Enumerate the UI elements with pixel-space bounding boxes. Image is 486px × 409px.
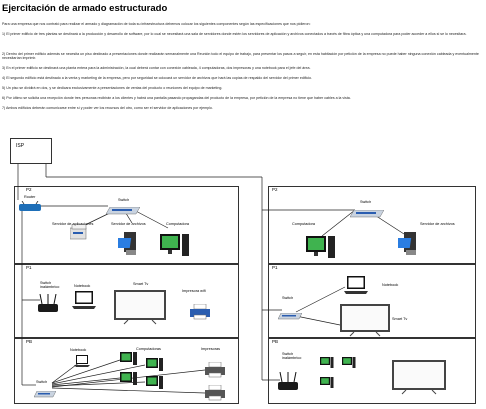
requirement-7: 7) Ambos edificios deberán comunicarse e…	[2, 106, 213, 110]
b2-reception-computer-1-icon	[320, 356, 334, 374]
b1-smart-tv-icon	[114, 290, 166, 331]
b2-p2-switch-label: Switch	[360, 200, 372, 204]
b1-notebook-label: Notebook	[74, 284, 91, 288]
b2-p1-label: P1	[272, 265, 278, 270]
file-server-label: Servidor de archivos	[111, 222, 146, 226]
requirement-3: 3) En el primer edificio se destinará un…	[2, 66, 311, 70]
b1-pb-label: PB	[26, 339, 33, 344]
building1-floor-p2	[14, 186, 239, 264]
b2-p1-switch-label: Switch	[282, 296, 294, 300]
pb-computer-4-icon	[146, 376, 164, 395]
pb-computer-2-icon	[146, 358, 164, 377]
b1-smart-tv-label: Smart Tv	[133, 282, 149, 286]
b2-pb-label: PB	[272, 339, 279, 344]
app-server-label: Servidor de aplicaciones	[52, 222, 94, 226]
b1-computer-label: Computadora	[166, 222, 190, 226]
building2-floor-p1	[268, 264, 476, 338]
b2-file-server-icon	[395, 232, 422, 261]
building2-floor-pb	[268, 338, 476, 404]
b1-pb-notebook-icon	[74, 355, 90, 374]
b2-reception-computer-2-icon	[342, 356, 356, 374]
pb-computer-3-icon	[120, 372, 138, 391]
file-server-icon	[115, 232, 142, 261]
building2-floor-p2	[268, 186, 476, 264]
app-server-icon	[69, 223, 88, 245]
requirement-2: 2) Dentro del primer edificio además se …	[2, 52, 479, 61]
requirement-6: 6) Por último se solicita una recepción …	[2, 96, 351, 100]
b2-wireless-switch-label: Switch inalámbrico	[282, 352, 302, 361]
b2-p2-switch-icon	[349, 206, 385, 224]
b2-computer-label: Computadora	[292, 222, 316, 226]
b1-pb-computers-label: Computadoras	[136, 347, 161, 351]
router-icon	[18, 200, 42, 218]
b1-wireless-switch-icon	[38, 293, 58, 319]
b2-smart-tv-icon	[340, 304, 390, 343]
wifi-printer-label: Impresora wifi	[182, 289, 206, 293]
b2-reception-tv-icon	[392, 360, 446, 401]
b1-p2-switch-icon	[105, 203, 141, 221]
b2-smart-tv-label: Smart Tv	[392, 317, 408, 321]
pb-computer-1-icon	[120, 352, 138, 371]
b1-wireless-switch-label: Switch inalámbrico	[40, 281, 60, 290]
b2-p2-label: P2	[272, 187, 278, 192]
b1-pb-notebook-label: Notebook	[70, 348, 87, 352]
b2-reception-computer-3-icon	[320, 376, 334, 394]
page-title: Ejercitación de armado estructurado	[2, 3, 168, 14]
wifi-printer-icon	[190, 303, 210, 325]
b2-notebook-label: Notebook	[382, 283, 399, 287]
building1-floor-p1	[14, 264, 239, 338]
isp-label: ISP	[16, 143, 25, 149]
b2-file-server-label: Servidor de archivos	[420, 222, 455, 226]
requirement-5: 5) Un piso se dividirá en dos, y se dedi…	[2, 86, 223, 90]
b1-p2-label: P2	[26, 187, 32, 192]
requirement-1: 1) El primer edificio de tres plantas se…	[2, 32, 467, 36]
requirement-4: 4) El segundo edificio está destinado a …	[2, 76, 313, 80]
b2-p1-switch-icon	[277, 308, 303, 326]
b2-notebook-icon	[344, 276, 368, 301]
b1-pb-printers-label: Impresoras	[201, 347, 220, 351]
b1-p1-label: P1	[26, 265, 32, 270]
router-label: Router	[24, 195, 36, 199]
b1-pb-switch-label: Switch	[36, 380, 48, 384]
b1-pb-switch-icon	[33, 386, 57, 404]
isp-box: ISP	[10, 138, 52, 164]
b1-notebook-icon	[72, 291, 96, 316]
intro-paragraph: Para una empresa que nos contrató para r…	[2, 22, 311, 26]
b2-wireless-switch-icon	[278, 371, 298, 397]
b1-computer-icon	[160, 234, 190, 263]
pb-printer-1-icon	[205, 361, 227, 383]
b1-p2-switch-label: Switch	[118, 198, 130, 202]
pb-printer-2-icon	[205, 384, 227, 406]
b2-computer-icon	[306, 236, 336, 265]
building1-floor-pb	[14, 338, 239, 404]
